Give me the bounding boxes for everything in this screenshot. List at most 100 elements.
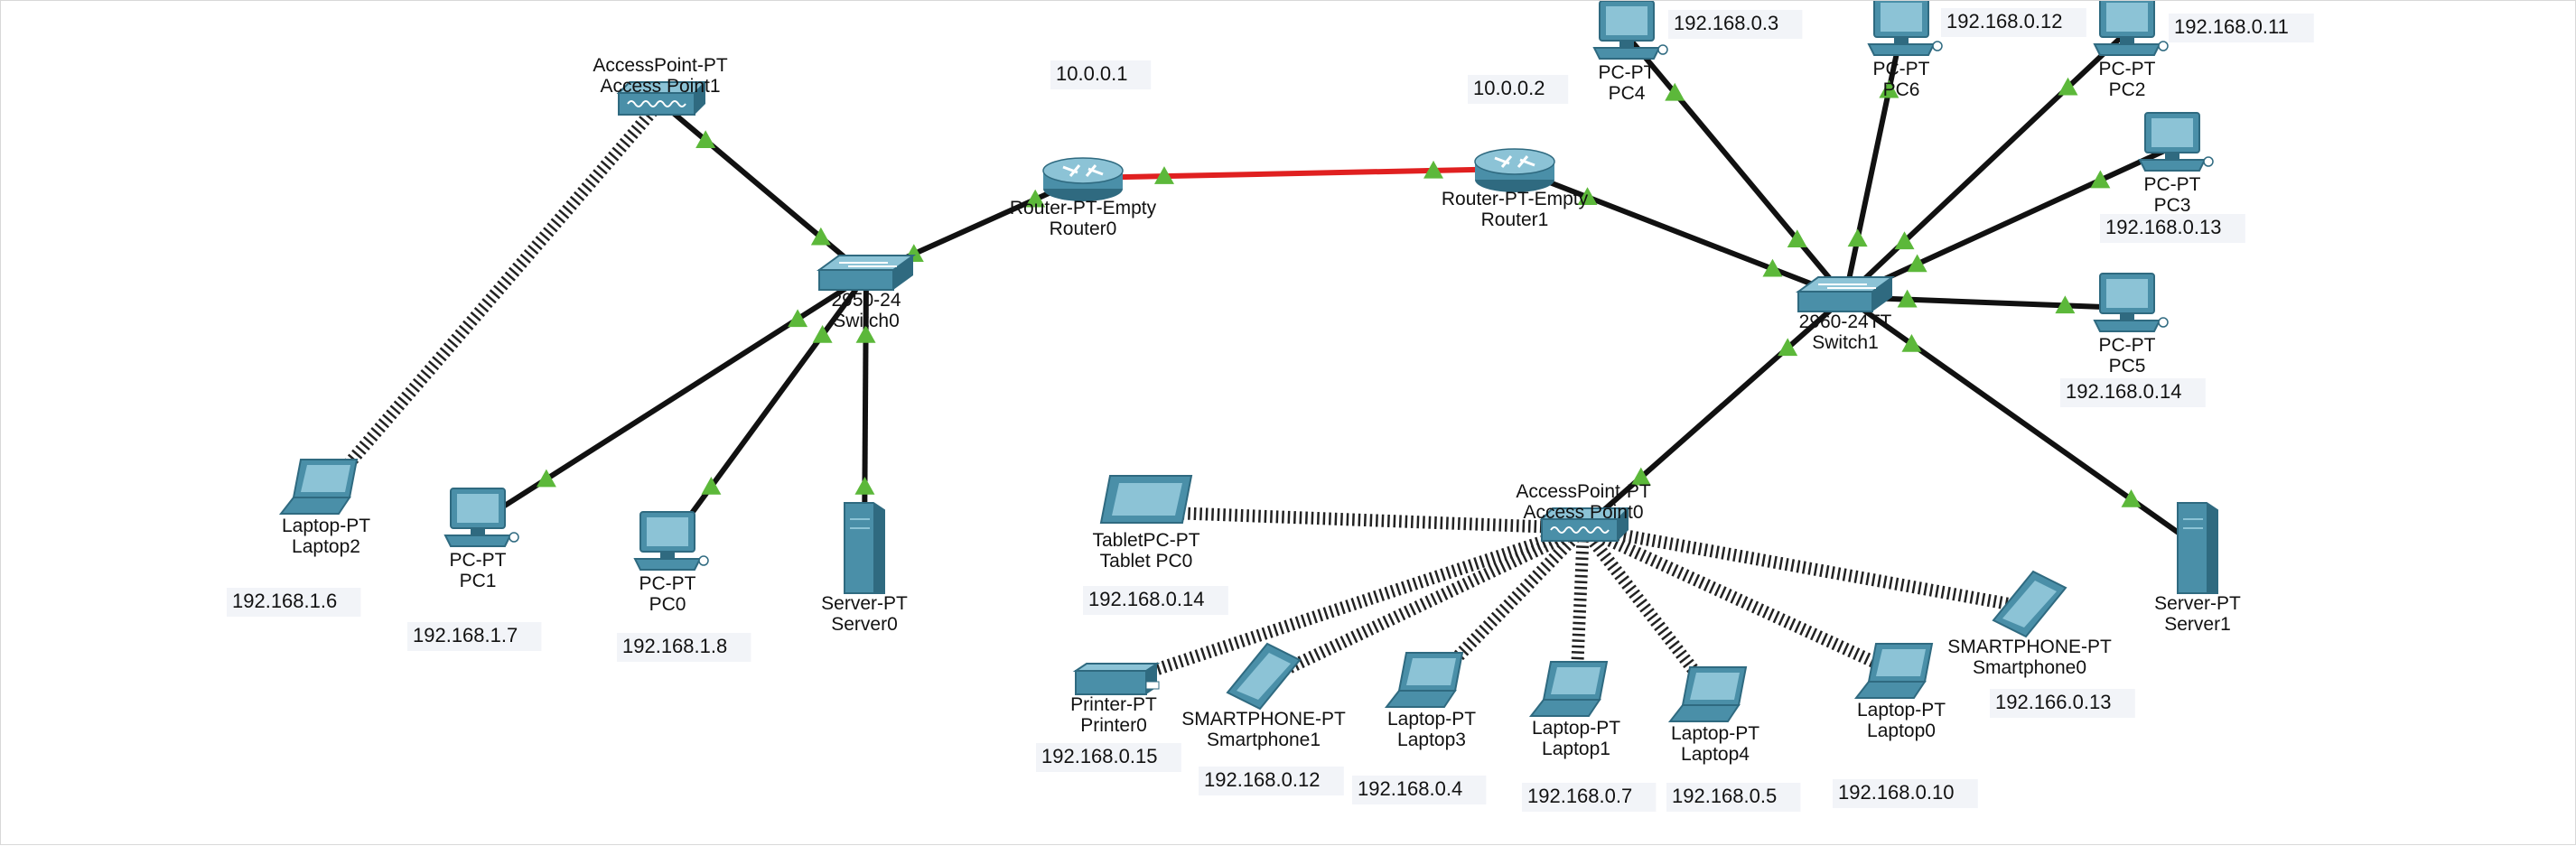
link-sw0-pc0[interactable] <box>665 274 869 548</box>
ip-label: 192.168.0.15 <box>1036 743 1181 772</box>
link-sw1-pc5[interactable] <box>1844 294 2128 311</box>
link-ap1-lap2-wireless[interactable] <box>321 98 666 495</box>
link-sw1-pc6-indicator-a <box>1847 228 1868 247</box>
link-sw1-pc2[interactable] <box>1843 29 2130 300</box>
link-sw1-pc3[interactable] <box>1843 144 2174 300</box>
device-name-label: PC0 <box>649 594 686 615</box>
link-ap0-tab0-wireless[interactable] <box>1145 506 1584 535</box>
device-model-label: PC-PT <box>450 550 507 571</box>
ip-label: 192.168.0.7 <box>1522 783 1657 812</box>
tablet-icon <box>1099 475 1193 524</box>
ip-label: 192.168.0.3 <box>1668 10 1803 39</box>
link-ap0-prn0-wireless[interactable] <box>1111 522 1586 690</box>
device-name-label: Laptop2 <box>292 536 360 557</box>
link-sw0-srv0-indicator-b <box>854 477 875 495</box>
device-model-label: PC-PT <box>2144 174 2201 195</box>
svg-text:10.0.0.2: 10.0.0.2 <box>1473 77 1545 99</box>
link-sw1-pc4[interactable] <box>1624 33 1848 299</box>
device-name-label: Printer0 <box>1080 715 1147 736</box>
device-model-label: PC-PT <box>2099 59 2156 79</box>
link-sw1-pc6[interactable] <box>1843 31 1904 298</box>
device-model-label: Server-PT <box>2154 593 2241 614</box>
svg-text:192.168.0.14: 192.168.0.14 <box>1088 588 1204 610</box>
link-sw0-pc1[interactable] <box>476 273 868 525</box>
ip-label: 192.168.0.4 <box>1352 776 1487 804</box>
svg-text:192.168.0.5: 192.168.0.5 <box>1672 785 1777 807</box>
device-model-label: AccessPoint-PT <box>593 55 728 76</box>
link-ap0-sp1-wireless[interactable] <box>1260 522 1587 686</box>
pc-icon <box>2093 1 2169 56</box>
ip-label: 192.168.0.5 <box>1666 783 1801 812</box>
link-r0-r1-indicator-a <box>1153 166 1174 184</box>
link-ap1-sw0[interactable] <box>658 99 868 278</box>
device-model-label: 2960-24TT <box>1799 311 1892 332</box>
svg-text:192.168.0.15: 192.168.0.15 <box>1041 745 1157 767</box>
link-sw0-r0-indicator-b <box>1025 189 1046 208</box>
svg-text:192.168.1.6: 192.168.1.6 <box>232 590 337 612</box>
device-model-label: 2950-24 <box>831 290 901 311</box>
device-name-label: PC5 <box>2109 356 2146 377</box>
link-sw1-pc3-indicator-b <box>2090 170 2111 189</box>
ip-label: 192.166.0.13 <box>1990 689 2135 718</box>
link-ap0-lap4-wireless[interactable] <box>1578 524 1721 702</box>
link-sw1-pc2-indicator-a <box>1894 231 1915 250</box>
laptop-icon <box>1528 661 1609 717</box>
device-name-label: Access Point1 <box>600 76 720 97</box>
device-name-label: PC4 <box>1609 83 1646 104</box>
device-name-label: Access Point0 <box>1523 502 1643 523</box>
link-sw1-ap0-indicator-b <box>1630 467 1651 486</box>
router-icon <box>1474 148 1555 192</box>
laptop-icon <box>1853 643 1934 699</box>
device-model-label: Laptop-PT <box>1387 709 1476 730</box>
svg-text:192.168.0.4: 192.168.0.4 <box>1358 777 1462 800</box>
device-model-label: Laptop-PT <box>282 516 370 536</box>
laptop-icon <box>1667 666 1748 722</box>
router-icon <box>1042 157 1124 201</box>
link-ap0-sp0-wireless[interactable] <box>1582 522 2031 614</box>
link-ap0-lap3-wireless[interactable] <box>1426 524 1589 688</box>
link-sw1-pc2-indicator-b <box>2058 77 2078 96</box>
link-r0-r1-indicator-b <box>1423 160 1444 179</box>
link-r1-sw1-indicator-a <box>1577 187 1598 206</box>
link-r0-r1[interactable] <box>1082 166 1516 181</box>
link-r1-sw1[interactable] <box>1513 166 1847 300</box>
link-sw1-ap0[interactable] <box>1582 294 1847 531</box>
ip-label: 192.168.1.6 <box>227 588 361 617</box>
device-model-label: Laptop-PT <box>1532 718 1620 739</box>
device-name-label: Router0 <box>1050 218 1117 239</box>
smartphone-icon <box>1226 642 1302 711</box>
svg-text:192.168.0.3: 192.168.0.3 <box>1674 12 1778 34</box>
pc-icon <box>2138 112 2214 172</box>
link-sw0-srv0[interactable] <box>862 274 869 547</box>
link-sw1-srv1-indicator-a <box>1901 333 1922 352</box>
device-model-label: AccessPoint-PT <box>1516 481 1651 502</box>
device-model-label: Laptop-PT <box>1857 700 1946 720</box>
